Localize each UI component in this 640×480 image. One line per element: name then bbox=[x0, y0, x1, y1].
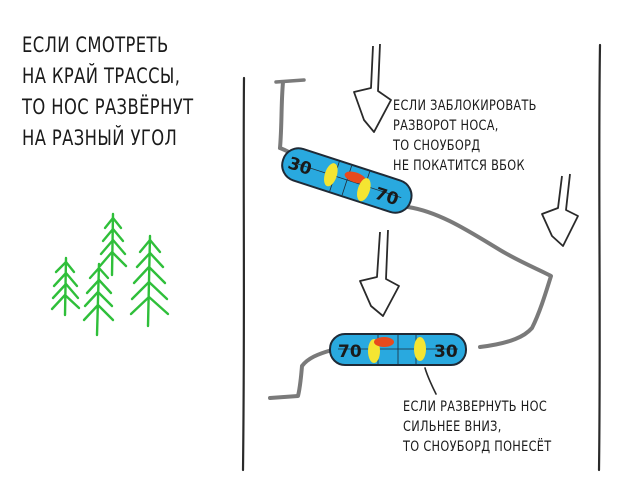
slope-edge-right bbox=[597, 43, 602, 472]
title-line-2: на край трассы, bbox=[22, 64, 181, 88]
note-bottom-line-3: то сноуборд понесёт bbox=[403, 439, 552, 455]
arrow-downhill-2 bbox=[359, 229, 400, 317]
binding-top-red bbox=[344, 171, 366, 184]
arrow-downhill-1 bbox=[353, 43, 392, 133]
note-bottom-line-1: Если развернуть нос bbox=[403, 399, 548, 415]
note-bottom-line-2: сильнее вниз, bbox=[403, 419, 502, 435]
note-top-line-4: не покатится вбок bbox=[393, 158, 525, 174]
binding-top-right bbox=[357, 178, 371, 202]
tree-4 bbox=[129, 234, 170, 328]
note-top-line-2: разворот носа, bbox=[393, 118, 499, 134]
snowboard-bottom: 70 30 bbox=[329, 333, 467, 366]
binding-bottom-right bbox=[414, 337, 426, 361]
note-top-line-3: то сноуборд bbox=[393, 138, 481, 154]
slope-edge-left bbox=[241, 76, 246, 472]
snowboard-bottom-right-number: 30 bbox=[434, 342, 458, 362]
binding-top-left bbox=[324, 163, 338, 187]
title-text: Если смотреть на край трассы, то нос раз… bbox=[22, 30, 194, 154]
tree-2 bbox=[98, 212, 128, 277]
tree-3 bbox=[82, 262, 115, 337]
tree-1 bbox=[50, 256, 81, 317]
title-line-4: на разный угол bbox=[22, 126, 178, 150]
arrow-downhill-3 bbox=[541, 173, 579, 247]
snowboard-top: 30 70 bbox=[281, 147, 413, 214]
snowboard-bottom-left-number: 70 bbox=[338, 342, 362, 362]
snowboard-track bbox=[268, 78, 553, 400]
title-line-1: Если смотреть bbox=[22, 33, 169, 57]
binding-bottom-red bbox=[374, 337, 394, 347]
note-top-line-1: Если заблокировать bbox=[393, 98, 537, 114]
title-line-3: то нос развёрнут bbox=[22, 95, 194, 119]
note-nose-downhill: Если развернуть нос сильнее вниз, то сно… bbox=[403, 397, 551, 457]
note-blocked-rotation: Если заблокировать разворот носа, то сно… bbox=[393, 96, 537, 176]
note-pointer-line bbox=[424, 367, 437, 395]
tree-group bbox=[50, 212, 170, 337]
